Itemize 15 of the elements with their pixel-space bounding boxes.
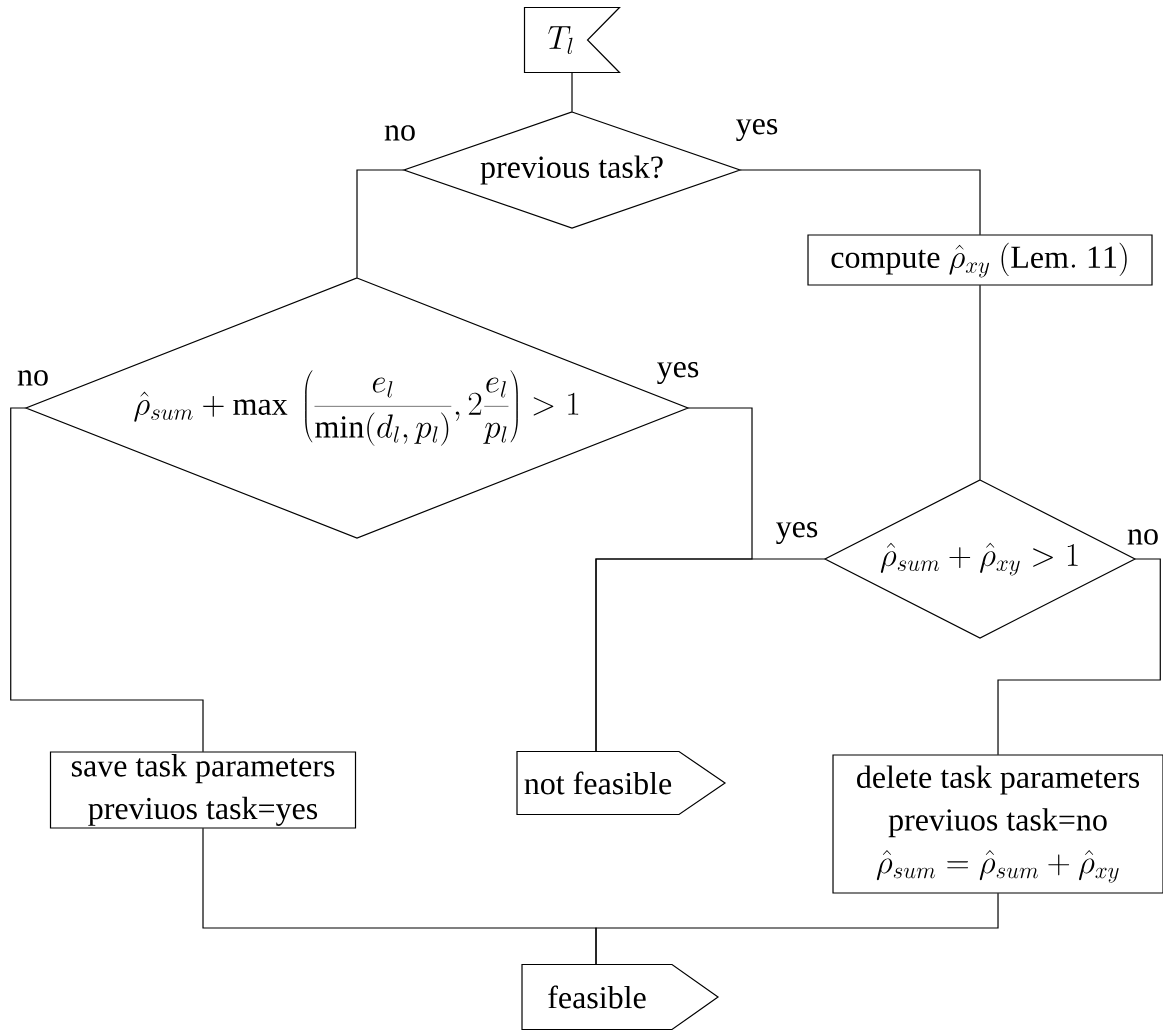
terminal-arrow-box: not feasible (516, 750, 727, 816)
connector-line (979, 284, 981, 481)
process-box: $\mathrm{compute}\ \hat{\rho}_{xy}\ \mathrm{(Lem.\ 11)}$ (807, 234, 1153, 286)
process-box: save task parameters previuos task=yes (49, 751, 357, 829)
connector-line (595, 558, 826, 753)
process-box: delete task parameters previuos task=no $\hat{\rho}_{sum} = \hat{\rho}_{sum} + \hat{\rho}_{xy}$ (832, 754, 1163, 894)
connector-line (739, 169, 981, 236)
connector-line (595, 892, 999, 966)
terminal-arrow-box: feasible (521, 963, 720, 1031)
start-flag: $T_l$ (523, 6, 621, 74)
connector-line (356, 169, 405, 279)
edge-label: yes (774, 520, 820, 546)
connector-line (997, 558, 1161, 756)
connector-line (10, 407, 204, 753)
connector-line (571, 72, 573, 113)
